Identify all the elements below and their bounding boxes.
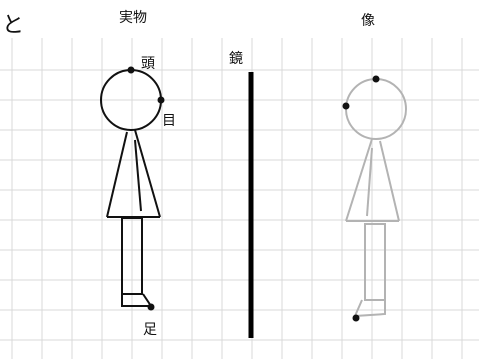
object-leg [121,217,143,295]
object-figure [100,69,162,307]
head-label: 頭 [141,56,155,72]
object-foot [121,293,153,307]
object-arm [134,139,142,212]
image-foot-point [352,314,360,322]
image-body-left [345,138,373,222]
image-body-right [379,140,400,222]
image-arm [366,147,373,217]
mirror-label: 鏡 [229,51,243,67]
image-eye-point [342,102,350,110]
image-head-point [372,75,380,83]
object-body-right [134,129,161,218]
object-head-point [127,66,135,74]
object-foot-point [147,303,155,311]
image-title: 像 [361,13,375,29]
eye-label: 目 [162,113,176,129]
grid [0,38,479,359]
image-leg [364,223,386,301]
corner-character: と [2,13,24,38]
object-eye-point [157,96,165,104]
object-title: 実物 [119,10,147,26]
image-foot [353,299,386,318]
foot-label: 足 [143,322,157,338]
object-body-left [106,131,128,218]
